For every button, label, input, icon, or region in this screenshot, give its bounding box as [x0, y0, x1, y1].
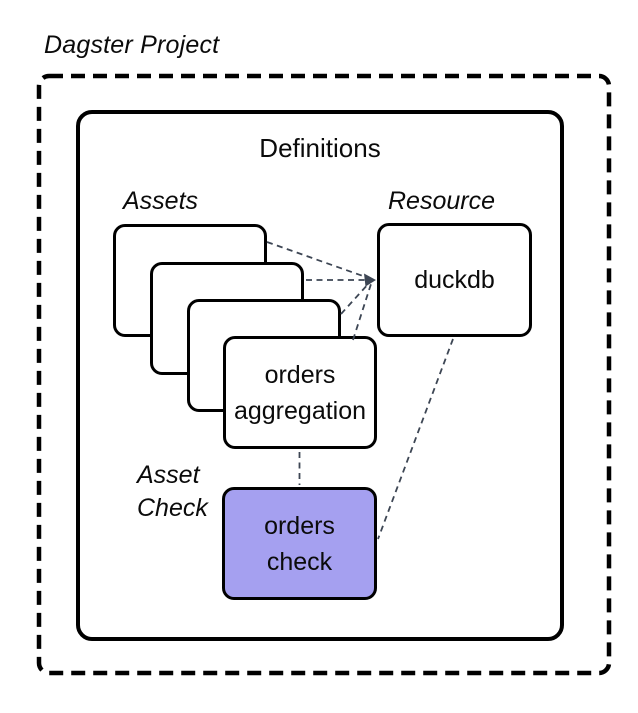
duckdb-label: duckdb	[414, 266, 495, 294]
project-title: Dagster Project	[44, 31, 220, 59]
orders-aggregation-node: orders aggregation	[223, 336, 377, 449]
orders-aggregation-label: orders aggregation	[233, 360, 367, 425]
duckdb-resource-node: duckdb	[377, 223, 532, 337]
assets-section-label: Assets	[123, 187, 199, 215]
asset-check-section-label: Asset Check	[137, 461, 208, 522]
resource-section-label: Resource	[388, 187, 495, 215]
orders-check-node: orders check	[222, 487, 377, 600]
orders-check-label: orders check	[264, 511, 335, 576]
definitions-title: Definitions	[259, 133, 381, 163]
